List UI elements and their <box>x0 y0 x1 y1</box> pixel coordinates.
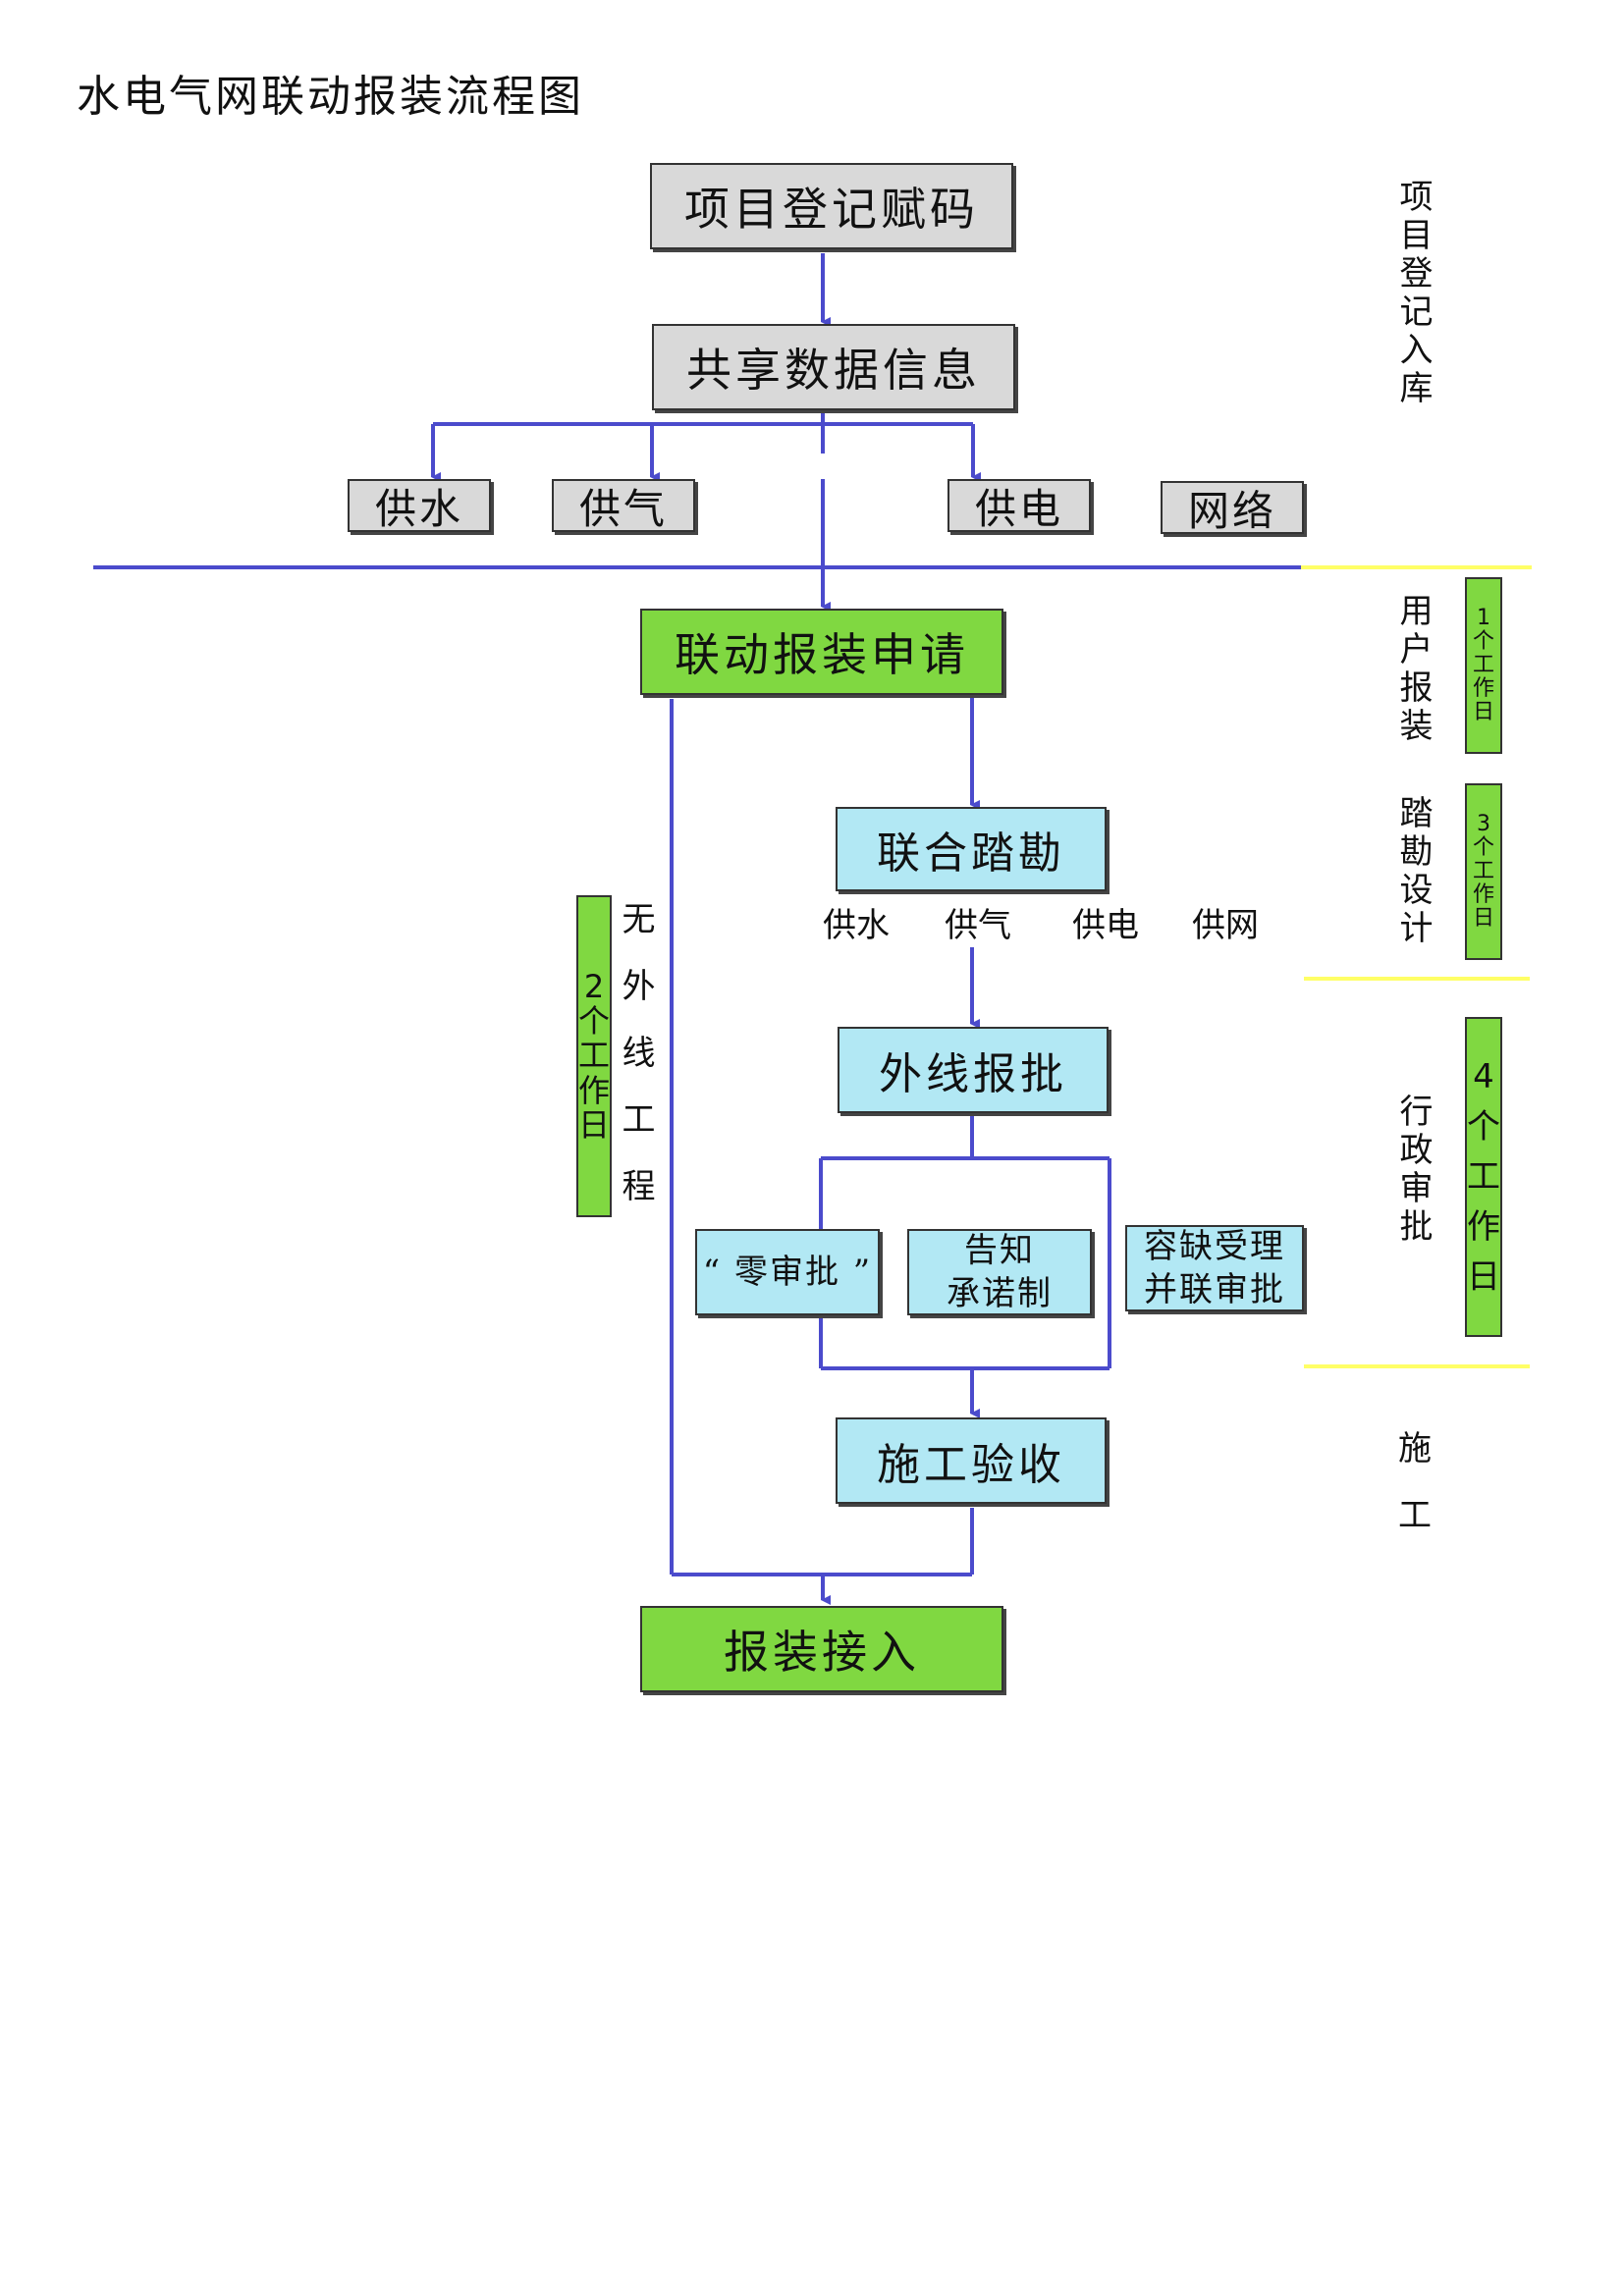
apply-box: 联动报装申请 <box>640 609 1003 695</box>
water-box: 供水 <box>348 479 491 533</box>
outer-line-approval-box: 外线报批 <box>838 1027 1109 1113</box>
zero-approval-label: “ 零审批 ” <box>702 1252 873 1292</box>
stage-admin-approval-label: 行政审批 <box>1393 1094 1433 1247</box>
network-box: 网络 <box>1161 481 1304 535</box>
no-outer-line-note: 无外线工程 <box>616 901 655 1235</box>
survey-item-water: 供水 <box>823 906 890 945</box>
tolerance-parallel-line2: 并联审批 <box>1144 1270 1285 1309</box>
stage-user-apply-label: 用户报装 <box>1393 593 1433 746</box>
notify-commit-box: 告知 承诺制 <box>907 1229 1092 1315</box>
left-branch-badge: 2 个 工 作 日 <box>576 895 612 1217</box>
notify-commit-line2: 承诺制 <box>947 1274 1053 1313</box>
survey-box: 联合踏勘 <box>836 807 1107 891</box>
notify-commit-line1: 告知 <box>964 1230 1035 1270</box>
register-box: 项目登记赋码 <box>650 163 1013 249</box>
user-apply-time-badge: 1 个 工 作 日 <box>1465 577 1502 754</box>
tolerance-parallel-line1: 容缺受理 <box>1144 1226 1285 1266</box>
zero-approval-box: “ 零审批 ” <box>695 1229 880 1315</box>
construction-acceptance-box: 施工验收 <box>836 1417 1107 1504</box>
page-title: 水电气网联动报装流程图 <box>77 72 584 122</box>
stage-construction-char-1: 施 <box>1398 1429 1432 1468</box>
admin-approval-time-badge: 4 个 工 作 日 <box>1465 1017 1502 1337</box>
stage-survey-design-label: 踏勘设计 <box>1393 795 1433 948</box>
survey-item-power: 供电 <box>1072 906 1139 945</box>
stage-construction-char-2: 工 <box>1398 1496 1432 1535</box>
survey-item-network: 供网 <box>1192 906 1259 945</box>
power-box: 供电 <box>947 479 1091 533</box>
survey-design-time-badge: 3 个 工 作 日 <box>1465 783 1502 960</box>
connect-box: 报装接入 <box>640 1606 1003 1692</box>
survey-item-gas: 供气 <box>945 906 1011 945</box>
gas-box: 供气 <box>552 479 695 533</box>
stage-register-label: 项目登记入库 <box>1393 179 1433 408</box>
share-data-box: 共享数据信息 <box>652 324 1015 410</box>
tolerance-parallel-box: 容缺受理 并联审批 <box>1125 1225 1304 1311</box>
